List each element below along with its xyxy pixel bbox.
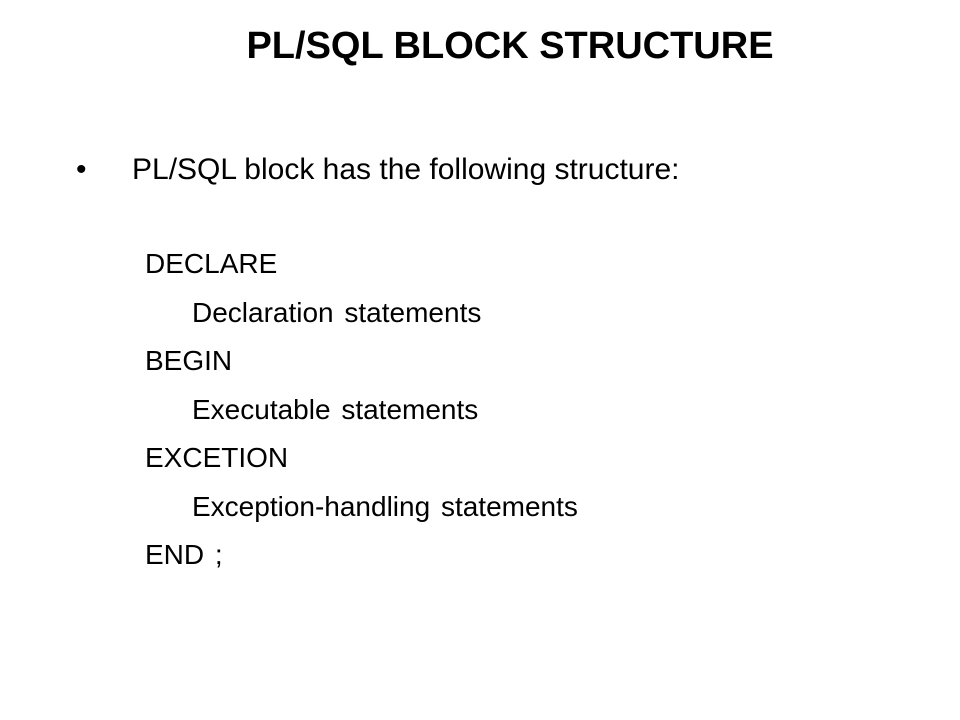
code-line-exception: EXCETION [145,442,289,473]
bullet-text: PL/SQL block has the following structure… [132,153,680,186]
slide-title: PL/SQL BLOCK STRUCTURE [246,25,774,67]
code-line-end: END ; [145,539,223,570]
code-line-exception-handling-statements: Exception-handling statements [192,490,578,522]
code-line-executable-statements: Executable statements [192,393,479,425]
bullet-item: • PL/SQL block has the following structu… [76,148,680,192]
code-line-begin: BEGIN [145,345,233,376]
code-line-declaration-statements: Declaration statements [192,296,482,328]
bullet-glyph: • [76,153,87,186]
code-line-declare: DECLARE [145,248,278,279]
block-structure-lines: DECLARE Declaration statements BEGIN Exe… [145,240,578,580]
